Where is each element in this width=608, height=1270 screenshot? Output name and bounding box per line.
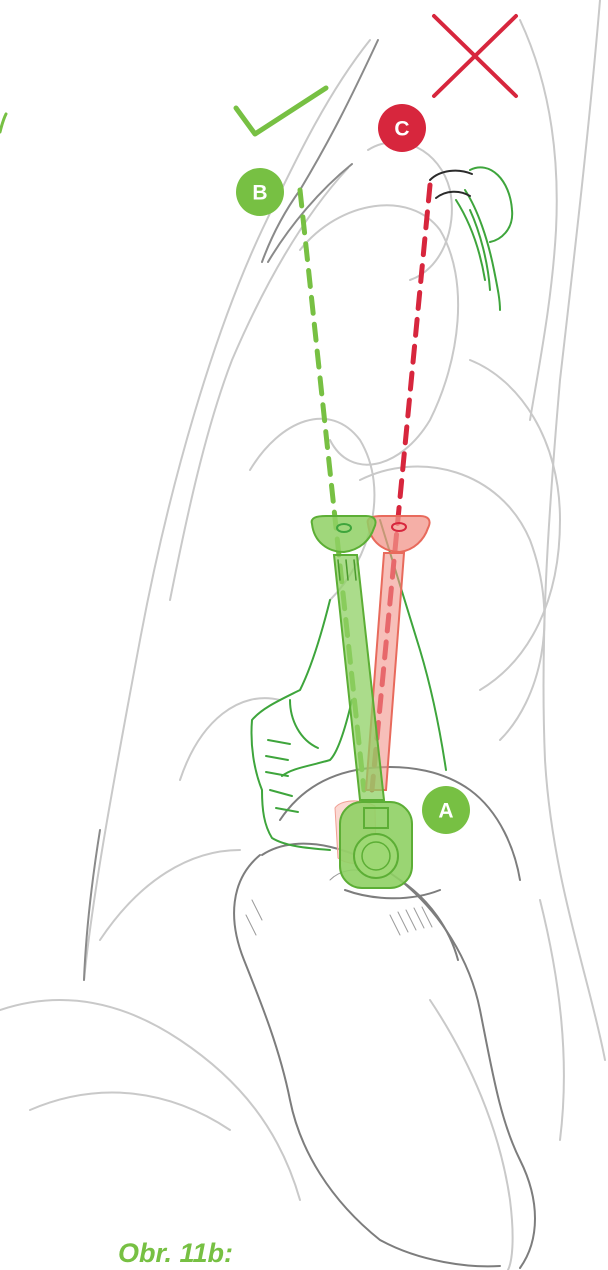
badge-c: C (378, 104, 426, 152)
badge-a: A (422, 786, 470, 834)
badge-c-label: C (394, 118, 409, 141)
edge-fragment (0, 114, 6, 132)
badge-b-label: B (252, 182, 267, 205)
figure-caption: Obr. 11b: (118, 1236, 233, 1270)
badge-b: B (236, 168, 284, 216)
tendon-green (456, 167, 512, 310)
badge-a-label: A (438, 800, 453, 823)
cross-mark-icon (434, 16, 516, 96)
